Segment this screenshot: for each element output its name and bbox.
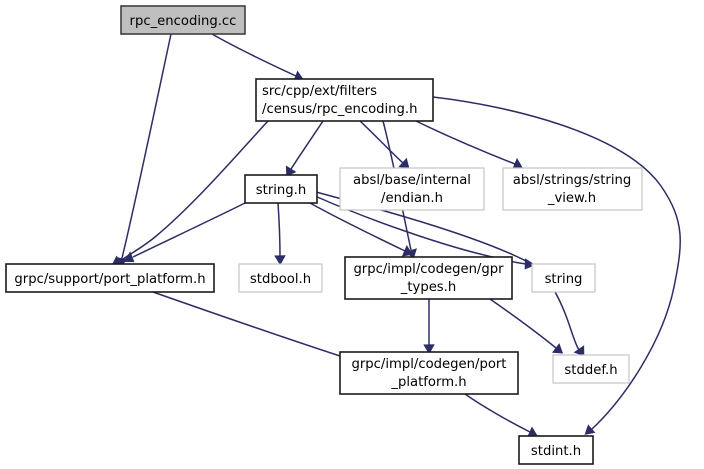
node-string_h[interactable]: string.h	[244, 174, 318, 204]
edges-layer	[111, 33, 681, 438]
edge-codegen_port_platform_h-to-stdint_h	[464, 393, 538, 438]
edge-grpc_support_port_platform_h-to-codegen_port_platform_h	[152, 291, 351, 363]
node-grpc_support_port_platform_h[interactable]: grpc/support/port_platform.h	[5, 263, 215, 293]
edge-rpc_encoding_h-to-stdint_h	[432, 96, 681, 435]
node-absl_string_view_h[interactable]: absl/strings/string _view.h	[502, 167, 643, 211]
node-string_cpp[interactable]: string	[531, 263, 596, 293]
node-stddef_h[interactable]: stddef.h	[552, 354, 630, 384]
edge-rpc_encoding_cc-to-grpc_support_port_platform_h	[116, 33, 172, 268]
node-stdint_h[interactable]: stdint.h	[518, 435, 594, 465]
edge-rpc_encoding_h-to-absl_string_view_h	[415, 120, 523, 170]
node-rpc_encoding_cc[interactable]: rpc_encoding.cc	[120, 5, 246, 35]
node-rpc_encoding_h[interactable]: src/cpp/ext/filters /census/rpc_encoding…	[255, 78, 434, 122]
edge-string_h-to-grpc_support_port_platform_h	[123, 202, 246, 263]
node-absl_endian_h[interactable]: absl/base/internal /endian.h	[339, 167, 485, 211]
nodes-layer: rpc_encoding.cc src/cpp/ext/filters /cen…	[5, 5, 643, 465]
edge-string_h-to-stdbool_h	[274, 202, 286, 266]
edge-gpr_types_h-to-codegen_port_platform_h	[423, 298, 435, 355]
edge-rpc_encoding_h-to-absl_endian_h	[359, 120, 410, 169]
edge-rpc_encoding_cc-to-rpc_encoding_h	[211, 33, 305, 82]
edge-string_h-to-gpr_types_h	[309, 202, 413, 257]
node-gpr_types_h[interactable]: grpc/impl/codegen/gpr _types.h	[344, 256, 513, 300]
edge-rpc_encoding_h-to-string_h	[285, 120, 324, 177]
node-stdbool_h[interactable]: stdbool.h	[238, 263, 323, 293]
node-codegen_port_platform_h[interactable]: grpc/impl/codegen/port _platform.h	[339, 351, 519, 395]
edge-gpr_types_h-to-stddef_h	[489, 298, 564, 354]
